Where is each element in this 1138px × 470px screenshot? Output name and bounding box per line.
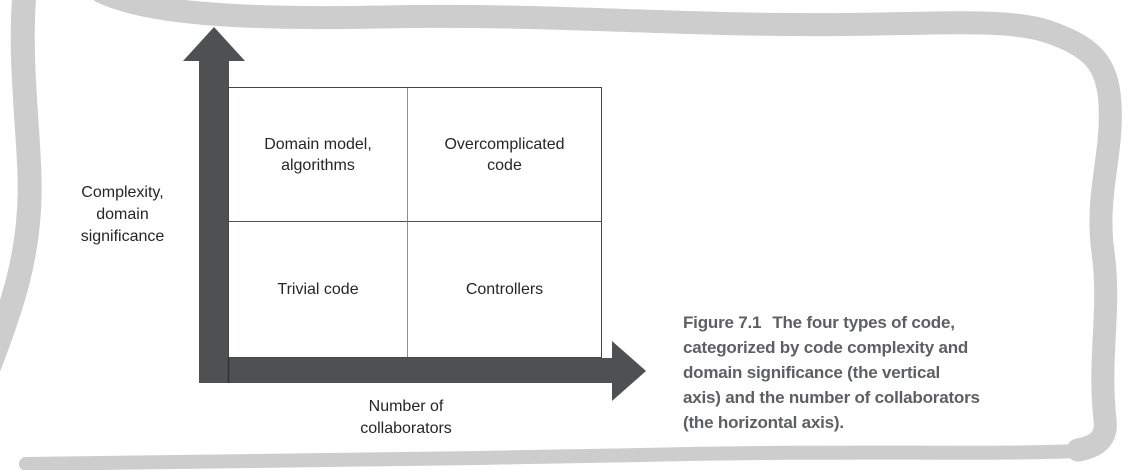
- border-top-right-stroke: [93, 0, 1122, 462]
- x-axis-label: Number of collaborators: [360, 398, 452, 437]
- quadrant-overcomplicated-code: Overcomplicated code: [408, 88, 601, 222]
- y-axis-label: Complexity, domain significance: [80, 184, 165, 245]
- border-left-stroke: [0, 0, 42, 372]
- y-axis-arrow: [183, 27, 245, 383]
- quadrant-grid: Domain model, algorithms Overcomplicated…: [228, 87, 602, 358]
- border-bottom-stroke: [19, 444, 1085, 470]
- figure-caption-text: The four types of code, categorized by c…: [683, 313, 980, 432]
- figure-caption-number: Figure 7.1: [683, 313, 762, 332]
- quadrant-controllers: Controllers: [465, 281, 544, 298]
- quadrant-domain-model: Domain model, algorithms: [229, 88, 408, 222]
- x-axis-arrow: [229, 341, 646, 401]
- quadrant-trivial-code: Trivial code: [229, 222, 408, 357]
